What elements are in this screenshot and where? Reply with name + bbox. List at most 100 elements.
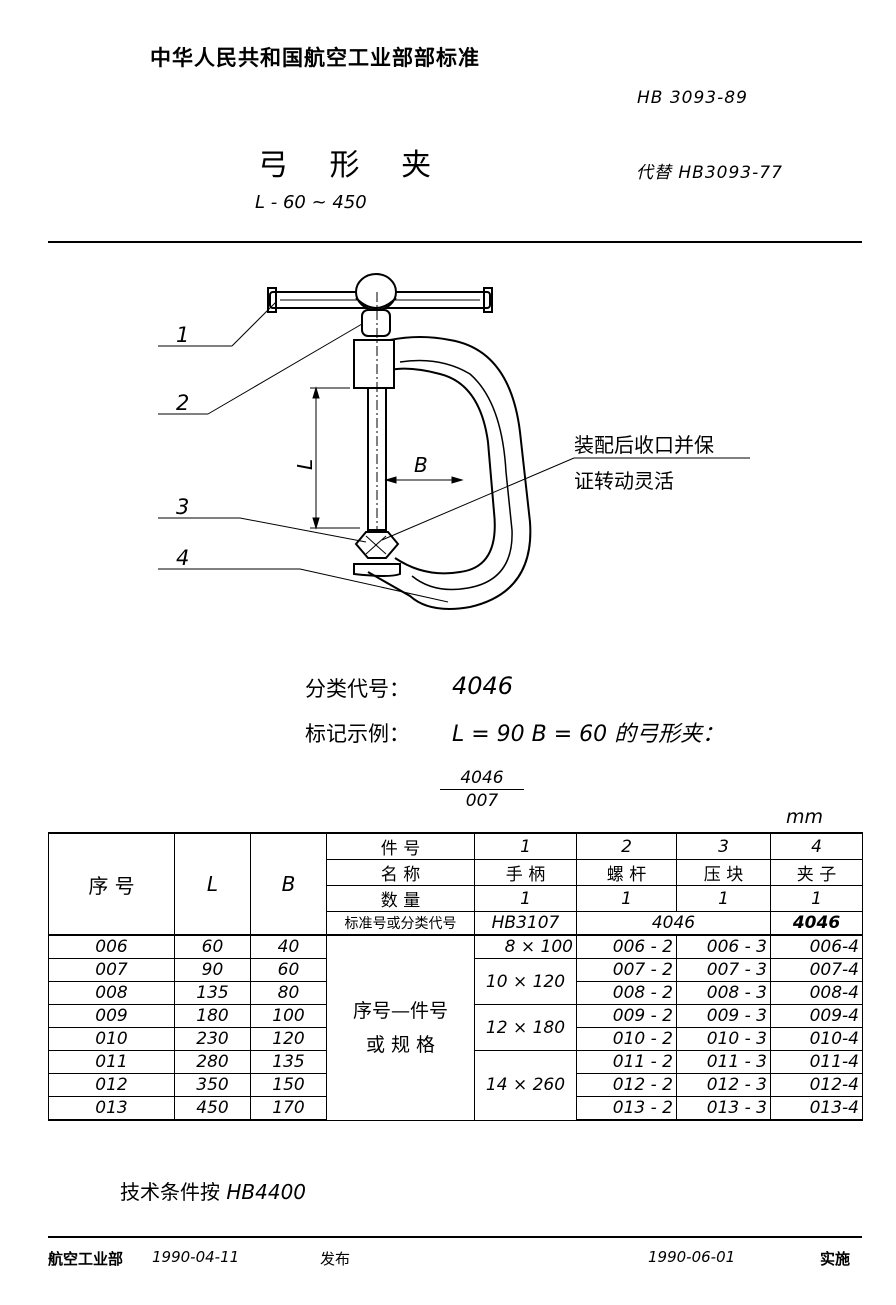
marking-example-label: 标记示例： [305,722,410,746]
L-cell: 135 [174,981,251,1005]
frame-boss-shape [353,339,395,389]
seq-cell: 013 [48,1096,175,1121]
document-subtitle: L - 60 ~ 450 [255,192,367,213]
B-cell: 170 [250,1096,327,1121]
part-no-2: 2 [576,832,677,860]
L-cell: 280 [174,1050,251,1074]
callout-1: 1 [176,323,189,347]
L-cell: 180 [174,1004,251,1028]
footer-effective-word: 实施 [820,1250,851,1268]
part4-cell: 009-4 [770,1004,863,1028]
part3-cell: 008 - 3 [676,981,771,1005]
row-label-name: 名 称 [326,859,475,886]
part2-cell: 008 - 2 [576,981,677,1005]
issuing-organization: 中华人民共和国航空工业部部标准 [150,46,480,70]
part4-cell: 011-4 [770,1050,863,1074]
handle-spec-cell: 10 × 120 [474,958,577,1005]
part3-cell: 013 - 3 [676,1096,771,1121]
part2-cell: 012 - 2 [576,1073,677,1097]
part2-cell: 011 - 2 [576,1050,677,1074]
part4-cell: 008-4 [770,981,863,1005]
quantity-4: 1 [770,885,863,912]
assembly-note-line1: 装配后收口并保 [574,433,714,457]
pressure-pad-shape [354,531,400,559]
part2-cell: 010 - 2 [576,1027,677,1051]
part3-cell: 010 - 3 [676,1027,771,1051]
lower-jaw-shape [353,563,401,577]
col-header-B: B [250,832,327,936]
header-rule [48,241,862,243]
marking-numerator: 4046 [440,768,524,790]
dimension-B-label: B [414,453,428,477]
tech-condition-value: HB4400 [226,1180,307,1204]
marking-fraction: 4046 007 [440,768,524,811]
L-cell: 230 [174,1027,251,1051]
part-name-4: 夹 子 [770,859,863,886]
part3-cell: 009 - 3 [676,1004,771,1028]
handle-spec-cell: 12 × 180 [474,1004,577,1051]
spec-label-cell: 序号—件号 或 规 格 [326,934,475,1121]
seq-cell: 009 [48,1004,175,1028]
part3-cell: 012 - 3 [676,1073,771,1097]
callout-3: 3 [176,495,189,519]
row-label-quantity: 数 量 [326,885,475,912]
part3-cell: 006 - 3 [676,934,771,959]
part4-cell: 006-4 [770,934,863,959]
std-code-handle: HB3107 [474,911,577,936]
part-no-4: 4 [770,832,863,860]
col-header-seq: 序 号 [48,832,175,936]
seq-cell: 008 [48,981,175,1005]
quantity-1: 1 [474,885,577,912]
seq-cell: 007 [48,958,175,982]
B-cell: 40 [250,934,327,959]
handle-spec-cell: 8 × 100 [474,934,577,959]
part-name-1: 手 柄 [474,859,577,886]
frame-outer-shape [354,336,532,610]
specification-table: 序 号 L B 件 号 1 2 3 4 名 称 手 柄 螺 杆 压 块 夹 子 … [48,832,863,1121]
B-cell: 120 [250,1027,327,1051]
screw-head-shape [355,273,397,311]
part-no-1: 1 [474,832,577,860]
B-cell: 60 [250,958,327,982]
technical-conditions: 技术条件按 HB4400 [120,1176,306,1205]
std-code-clamp: 4046 [770,911,863,936]
B-cell: 80 [250,981,327,1005]
quantity-2: 1 [576,885,677,912]
part-no-3: 3 [676,832,771,860]
row-label-part-no: 件 号 [326,832,475,860]
dimension-L-label: L [293,459,317,470]
standard-number: HB 3093-89 [637,88,748,108]
part3-cell: 011 - 3 [676,1050,771,1074]
document-title: 弓 形 夹 [258,148,448,183]
seq-cell: 011 [48,1050,175,1074]
seq-cell: 010 [48,1027,175,1051]
B-cell: 135 [250,1050,327,1074]
callout-2: 2 [176,391,189,415]
unit-label: mm [786,806,824,828]
seq-cell: 012 [48,1073,175,1097]
part2-cell: 006 - 2 [576,934,677,959]
part-name-3: 压 块 [676,859,771,886]
replaces-standard: 代替 HB3093-77 [636,163,783,183]
L-cell: 450 [174,1096,251,1121]
row-label-std-code: 标准号或分类代号 [326,911,475,936]
assembly-note-line2: 证转动灵活 [574,469,674,493]
part2-cell: 013 - 2 [576,1096,677,1121]
part4-cell: 012-4 [770,1073,863,1097]
callout-4: 4 [176,546,189,570]
marking-denominator: 007 [465,791,499,811]
footer-issue-word: 发布 [320,1250,351,1268]
seq-cell: 006 [48,934,175,959]
footer-issue-date: 1990-04-11 [152,1248,240,1266]
part3-cell: 007 - 3 [676,958,771,982]
L-cell: 60 [174,934,251,959]
part2-cell: 009 - 2 [576,1004,677,1028]
footer-effective-date: 1990-06-01 [648,1248,736,1266]
std-code-screw-pad: 4046 [576,911,771,936]
footer-rule [48,1236,862,1238]
frame-inner-shape [389,367,496,575]
part4-cell: 013-4 [770,1096,863,1121]
c-clamp-drawing: 1 2 3 4 L B 装配后收口并保 证转动灵活 [158,273,750,610]
footer-issuer: 航空工业部 [48,1250,124,1268]
col-header-L: L [174,832,251,936]
